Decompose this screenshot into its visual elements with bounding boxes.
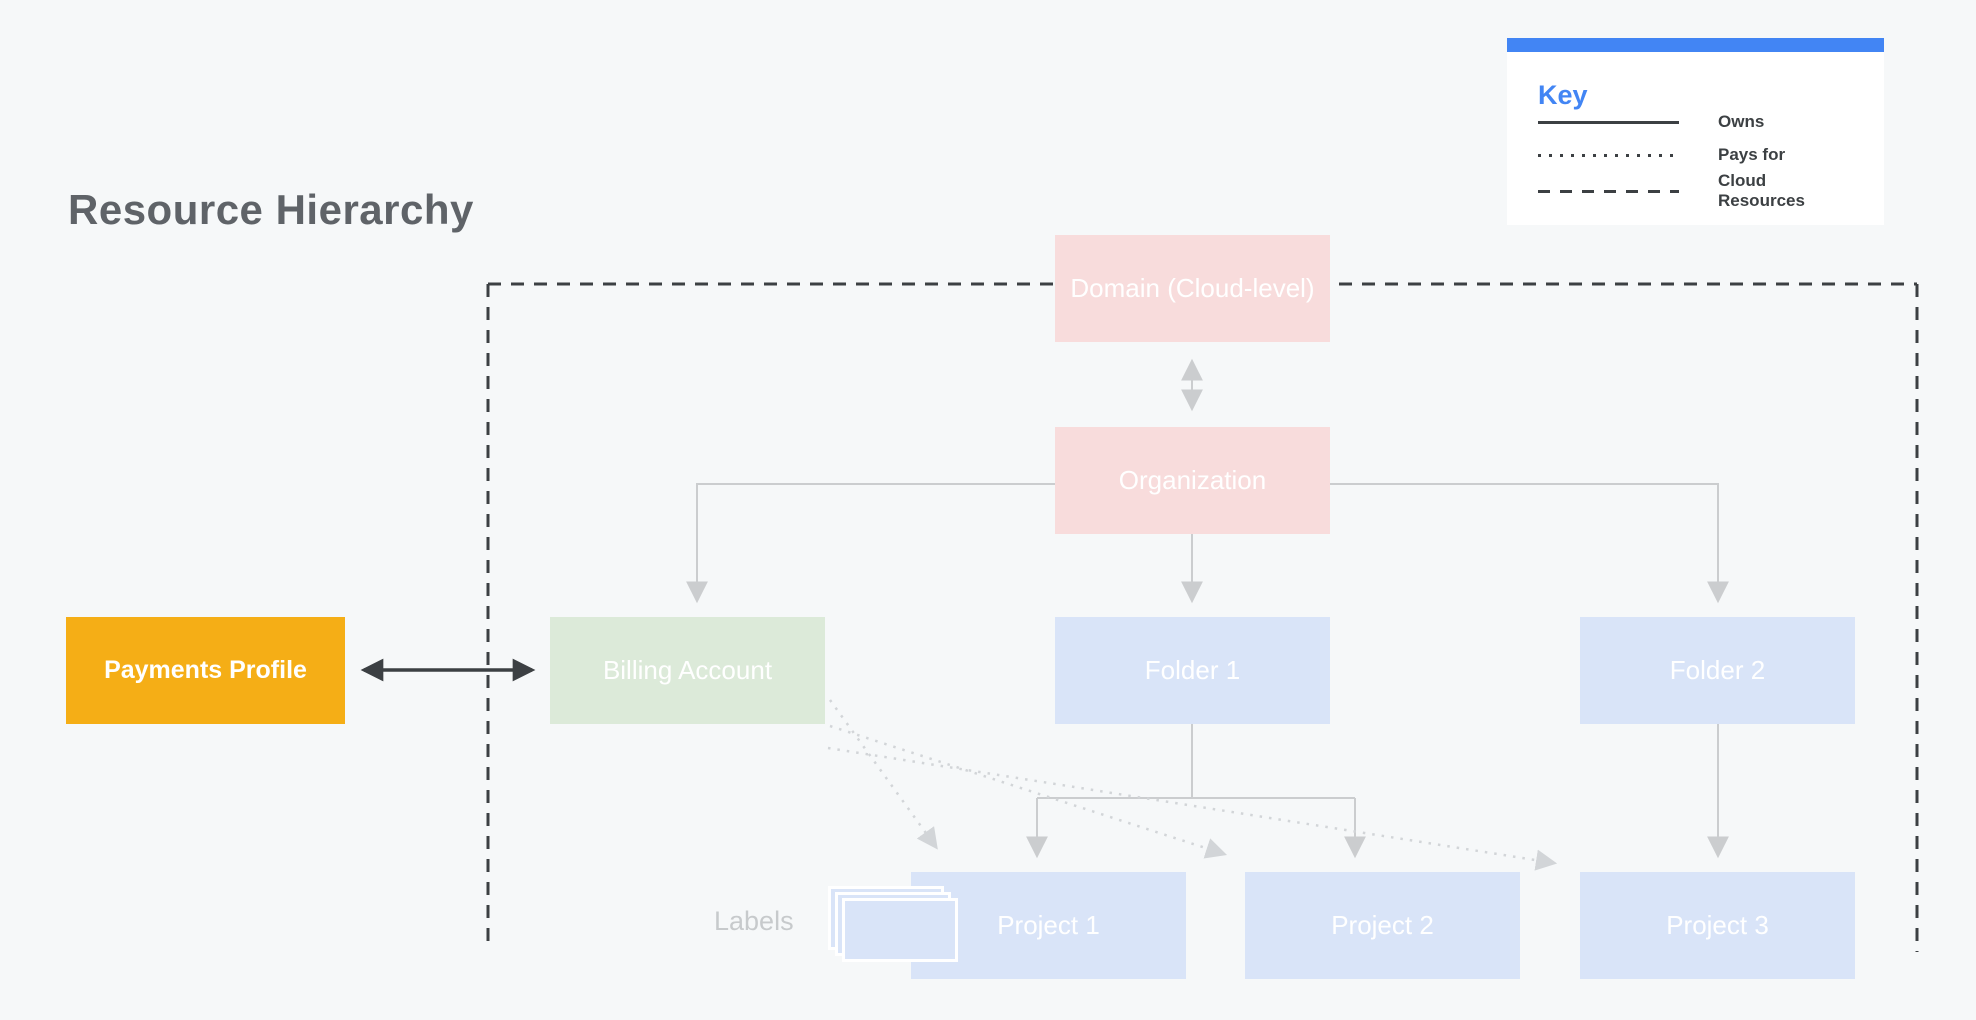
legend-dotted-line-sample (1538, 154, 1679, 157)
labels-stack-icon (828, 886, 964, 968)
legend-cloud-resources-label: Cloud Resources (1718, 171, 1805, 211)
organization-node: Organization (1055, 427, 1330, 534)
payments-profile-node: Payments Profile (66, 617, 345, 724)
legend-pays-for-label: Pays for (1718, 145, 1786, 164)
page-title: Resource Hierarchy (68, 186, 474, 233)
label-card-front (842, 898, 958, 962)
folder1-node: Folder 1 (1055, 617, 1330, 724)
edge-organization-billing-account (686, 483, 1055, 604)
project2-node: Project 2 (1245, 872, 1520, 979)
project2-node-label: Project 2 (1331, 910, 1434, 940)
domain-node: Domain (Cloud-level) (1055, 235, 1330, 342)
legend-key-card: Key Owns Pays for Cloud Resources (1507, 38, 1884, 225)
payments-profile-node-label: Payments Profile (104, 656, 307, 684)
billing-account-node-label: Billing Account (602, 655, 773, 685)
edge-billing-pays-project2 (829, 724, 1228, 859)
labels-annotation: Labels (714, 906, 794, 936)
folder1-node-label: Folder 1 (1144, 655, 1241, 685)
folder2-node-label: Folder 2 (1669, 655, 1766, 685)
legend-solid-line-sample (1538, 121, 1679, 124)
legend-owns-label: Owns (1718, 112, 1765, 131)
legend-dashed-line-sample (1538, 190, 1679, 193)
project3-node-label: Project 3 (1666, 910, 1769, 940)
domain-node-label: Domain (Cloud-level) (1070, 273, 1315, 303)
legend-accent-bar (1507, 38, 1884, 52)
billing-account-node: Billing Account (550, 617, 825, 724)
edge-billing-pays-project1 (828, 699, 938, 850)
legend-title: Key (1538, 80, 1588, 110)
folder2-node: Folder 2 (1580, 617, 1855, 724)
edge-organization-folder2 (1330, 483, 1729, 604)
project1-node-label: Project 1 (997, 910, 1100, 940)
project3-node: Project 3 (1580, 872, 1855, 979)
organization-node-label: Organization (1118, 465, 1267, 495)
